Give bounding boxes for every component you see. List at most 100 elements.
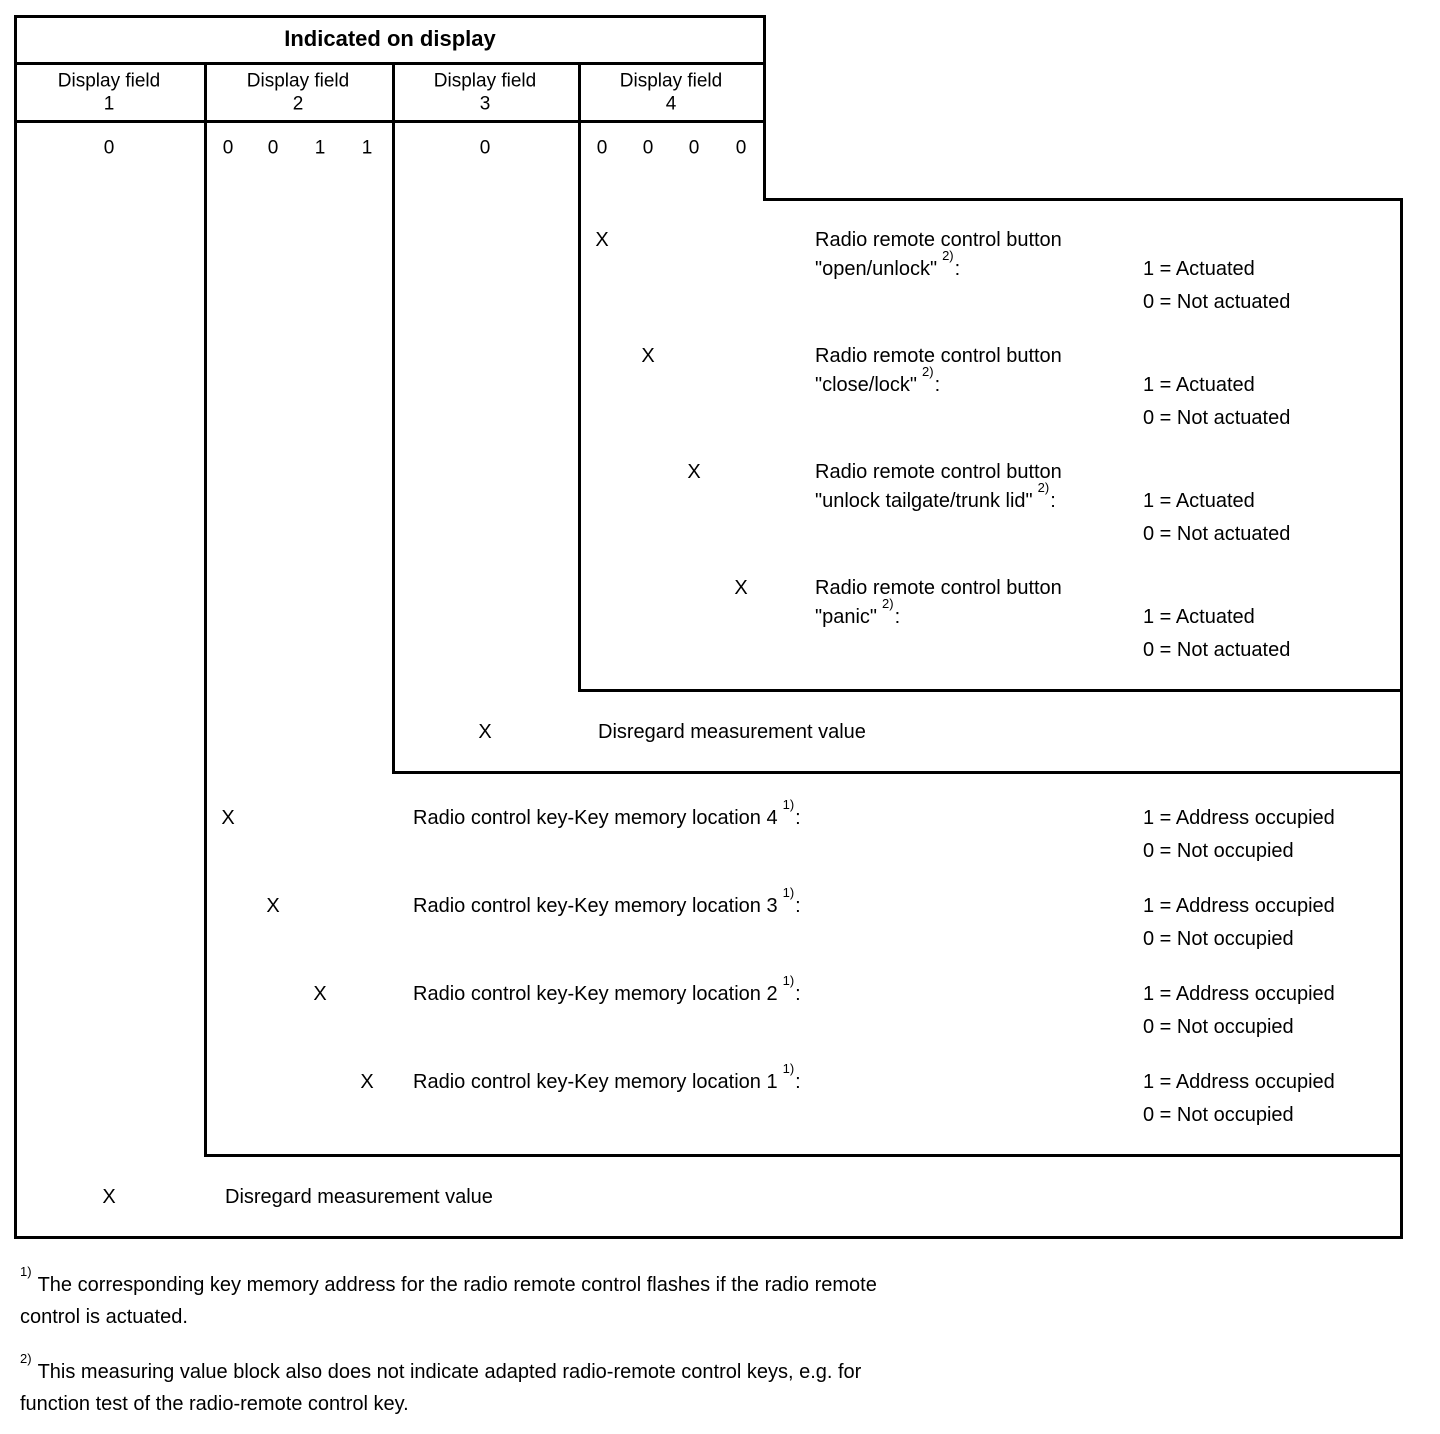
column-header-field4: Display field xyxy=(619,70,723,92)
memory-location-label: Radio control key-Key memory location 3 xyxy=(413,895,778,917)
field2-row4-value-true: 1 = Address occupied xyxy=(1143,1071,1335,1093)
label-suffix: : xyxy=(954,258,961,280)
table-right-border xyxy=(763,15,766,198)
footnote-1-line2: control is actuated. xyxy=(20,1307,188,1327)
field2-digit-1: 0 xyxy=(222,137,234,159)
field4-row2-label-line1: Radio remote control button xyxy=(815,345,1062,367)
field2-row2-value-true: 1 = Address occupied xyxy=(1143,895,1335,917)
field1-label: Disregard measurement value xyxy=(225,1186,493,1208)
field2-row4-label: Radio control key-Key memory location 11… xyxy=(413,1062,801,1093)
field4-left-border xyxy=(578,62,581,689)
field2-left-border xyxy=(204,62,207,1154)
column-header-field1-number: 1 xyxy=(103,93,115,115)
footnote-ref-1: 1) xyxy=(782,797,795,813)
label-suffix: : xyxy=(795,895,801,917)
column-header-field2-number: 2 xyxy=(292,93,304,115)
x-marker-field4-bit4: X xyxy=(734,577,748,599)
x-marker-field4-bit3: X xyxy=(687,461,701,483)
field4-digit-1: 0 xyxy=(596,137,608,159)
field2-row2-value-false: 0 = Not occupied xyxy=(1143,928,1294,950)
field4-row1-label-line2: "open/unlock"2): xyxy=(815,249,961,280)
outer-box-bottom xyxy=(14,1236,1403,1239)
table-title: Indicated on display xyxy=(284,26,496,51)
column-header-field3: Display field xyxy=(433,70,537,92)
field4-row4-value-true: 1 = Actuated xyxy=(1143,606,1255,628)
footnote-2-line1: 2)This measuring value block also does n… xyxy=(20,1352,861,1382)
table-header-divider xyxy=(14,120,766,123)
footnote-1-marker: 1) xyxy=(20,1264,32,1280)
outer-left-border xyxy=(14,15,17,1239)
field2-row3-value-false: 0 = Not occupied xyxy=(1143,1016,1294,1038)
column-header-field3-number: 3 xyxy=(479,93,491,115)
footnote-ref-1: 1) xyxy=(782,1061,795,1077)
field4-row3-value-false: 0 = Not actuated xyxy=(1143,523,1291,545)
footnote-1-line1: 1) The corresponding key memory address f… xyxy=(20,1265,877,1296)
field2-digit-2: 0 xyxy=(267,137,279,159)
field2-row1-label: Radio control key-Key memory location 41… xyxy=(413,798,801,829)
field4-digit-2: 0 xyxy=(642,137,654,159)
footnote-1-text: The corresponding key memory address for… xyxy=(37,1274,877,1296)
field4-row1-value-false: 0 = Not actuated xyxy=(1143,291,1291,313)
field4-row3-value-true: 1 = Actuated xyxy=(1143,490,1255,512)
field4-row2-value-true: 1 = Actuated xyxy=(1143,374,1255,396)
field4-row1-value-true: 1 = Actuated xyxy=(1143,258,1255,280)
button-name: "panic" xyxy=(815,606,878,628)
field4-digit-4: 0 xyxy=(735,137,747,159)
footnote-1-text: control is actuated. xyxy=(20,1306,188,1328)
field4-row4-label-line1: Radio remote control button xyxy=(815,577,1062,599)
x-marker-field4-bit2: X xyxy=(641,345,655,367)
x-marker-field2-bit1: X xyxy=(221,807,235,829)
label-suffix: : xyxy=(795,1071,801,1093)
label-suffix: : xyxy=(1050,490,1056,512)
field4-box-bottom xyxy=(578,689,1403,692)
x-marker-field2-bit4: X xyxy=(360,1071,374,1093)
memory-location-label: Radio control key-Key memory location 1 xyxy=(413,1071,778,1093)
column-header-field2: Display field xyxy=(246,70,350,92)
footnote-2-text: function test of the radio-remote contro… xyxy=(20,1393,409,1415)
x-marker-field4-bit1: X xyxy=(595,229,609,251)
field3-label: Disregard measurement value xyxy=(598,721,866,743)
label-suffix: : xyxy=(934,374,941,396)
diagram-right-border xyxy=(1400,198,1403,1239)
field2-digit-3: 1 xyxy=(314,137,326,159)
x-marker-field2-bit2: X xyxy=(266,895,280,917)
footnote-2-marker: 2) xyxy=(20,1351,32,1367)
field4-row4-value-false: 0 = Not actuated xyxy=(1143,639,1291,661)
field3-digit: 0 xyxy=(479,137,491,159)
footnote-ref-2: 2) xyxy=(1037,480,1050,496)
field1-digit: 0 xyxy=(103,137,115,159)
field2-digit-4: 1 xyxy=(361,137,373,159)
field2-row1-value-true: 1 = Address occupied xyxy=(1143,807,1335,829)
x-marker-field3: X xyxy=(478,721,492,743)
footnote-ref-2: 2) xyxy=(942,248,954,264)
field4-row4-label-line2: "panic"2): xyxy=(815,597,901,628)
field4-row1-label-line1: Radio remote control button xyxy=(815,229,1062,251)
field4-box-top xyxy=(763,198,1403,201)
field3-box-bottom xyxy=(392,771,1403,774)
x-marker-field2-bit3: X xyxy=(313,983,327,1005)
footnote-ref-2: 2) xyxy=(922,364,934,380)
column-header-field4-number: 4 xyxy=(665,93,677,115)
x-marker-field1: X xyxy=(102,1186,116,1208)
field2-box-bottom xyxy=(204,1154,1403,1157)
field4-row3-label-line1: Radio remote control button xyxy=(815,461,1062,483)
button-name: "close/lock" xyxy=(815,374,918,396)
footnote-ref-1: 1) xyxy=(782,885,795,901)
field4-row2-label-line2: "close/lock"2): xyxy=(815,365,941,396)
field4-row3-label-line2: "unlock tailgate/trunk lid"2): xyxy=(815,481,1056,512)
field2-row1-value-false: 0 = Not occupied xyxy=(1143,840,1294,862)
field3-left-border xyxy=(392,62,395,771)
field2-row3-label: Radio control key-Key memory location 21… xyxy=(413,974,801,1005)
table-title-divider xyxy=(14,62,766,65)
memory-location-label: Radio control key-Key memory location 4 xyxy=(413,807,778,829)
footnote-2-line2: function test of the radio-remote contro… xyxy=(20,1394,409,1414)
button-name: "unlock tailgate/trunk lid" xyxy=(815,490,1033,512)
footnote-ref-1: 1) xyxy=(782,973,795,989)
field2-row4-value-false: 0 = Not occupied xyxy=(1143,1104,1294,1126)
field2-row3-value-true: 1 = Address occupied xyxy=(1143,983,1335,1005)
field4-digit-3: 0 xyxy=(688,137,700,159)
memory-location-label: Radio control key-Key memory location 2 xyxy=(413,983,778,1005)
label-suffix: : xyxy=(894,606,901,628)
footnote-ref-2: 2) xyxy=(882,596,894,612)
